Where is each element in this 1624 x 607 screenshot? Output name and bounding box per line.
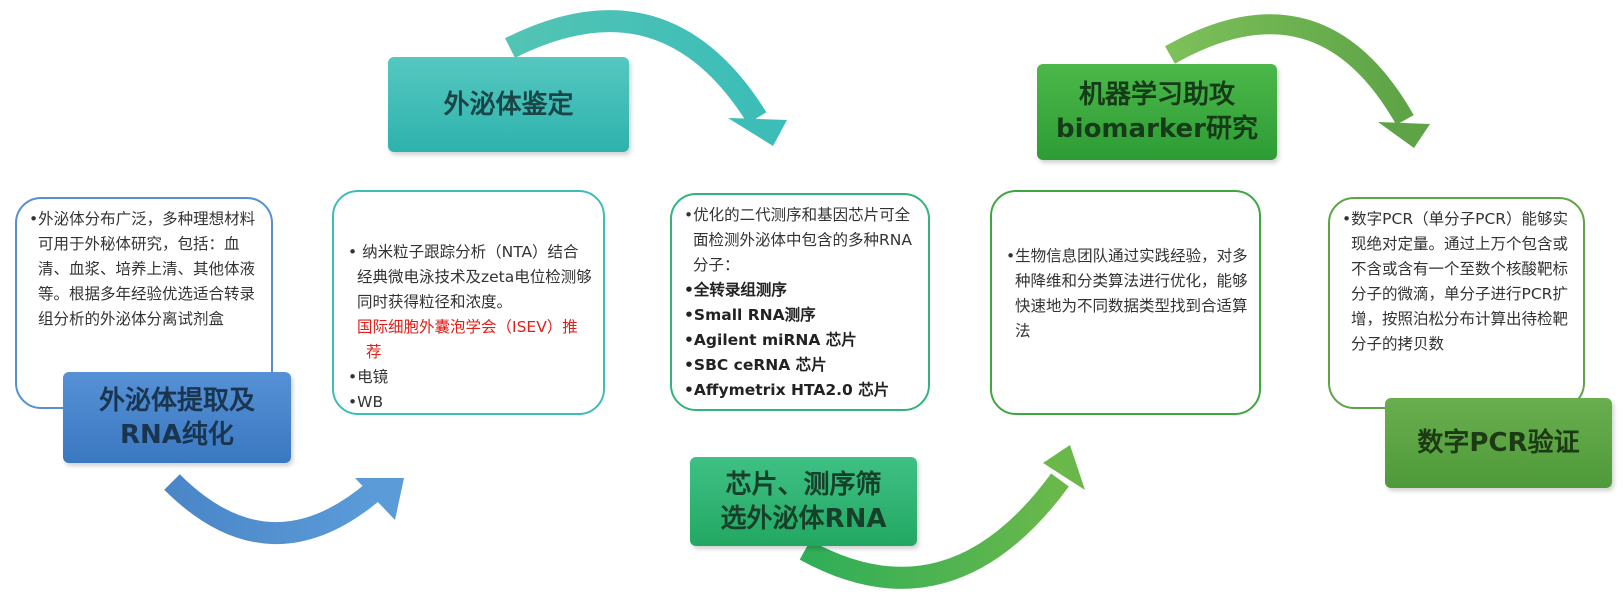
isev-recommendation-note: 国际细胞外囊泡学会（ISEV）推荐 [357,318,578,361]
stage-ml-title-line: biomarker研究 [1056,114,1258,144]
stage-screening-item: SBC ceRNA 芯片 [684,353,918,378]
stage-identification-item-text: 纳米粒子跟踪分析（NTA）结合经典微电泳技术及zeta电位检测够同时获得粒径和浓… [357,243,592,311]
stage-identification-label: 外泌体鉴定 [388,57,629,152]
stage-extraction-item: 外泌体分布广泛，多种理想材料可用于外秘体研究，包括：血清、血浆、培养上清、其他体… [29,207,261,332]
stage-identification-item: 电镜 [348,365,593,390]
stage-screening-box: 优化的二代测序和基因芯片可全面检测外泌体中包含的多种RNA分子： 全转录组测序 … [670,193,930,411]
stage-pcr-item: 数字PCR（单分子PCR）能够实现绝对定量。通过上万个包含或不含或含有一个至数个… [1342,207,1573,357]
stage-pcr-box: 数字PCR（单分子PCR）能够实现绝对定量。通过上万个包含或不含或含有一个至数个… [1328,197,1585,409]
stage-identification-title-line: 外泌体鉴定 [443,89,574,120]
stage-screening-label: 芯片、测序筛 选外泌体RNA [690,457,917,546]
stage-extraction-title-line: RNA纯化 [120,419,234,450]
stage-screening-item: Small RNA测序 [684,303,918,328]
stage-ml-label: 机器学习助攻 biomarker研究 [1037,64,1277,160]
stage-screening-item: 优化的二代测序和基因芯片可全面检测外泌体中包含的多种RNA分子： [684,203,918,278]
arrow-identification-to-screening [505,10,787,146]
stage-extraction-title-line: 外泌体提取及 [98,385,255,416]
stage-ml-item: 生物信息团队通过实践经验，对多种降维和分类算法进行优化，能够快速地为不同数据类型… [1006,244,1249,344]
stage-screening-item: Affymetrix HTA2.0 芯片 [684,378,918,403]
stage-screening-item: Agilent miRNA 芯片 [684,328,918,353]
arrow-extraction-to-identification [164,474,404,544]
stage-identification-item: 纳米粒子跟踪分析（NTA）结合经典微电泳技术及zeta电位检测够同时获得粒径和浓… [348,240,593,365]
stage-screening-title-line: 选外泌体RNA [720,503,887,534]
arrow-ml-to-pcr [1165,14,1430,148]
stage-ml-title-line: 机器学习助攻 [1078,80,1235,110]
stage-pcr-title-line: 数字PCR验证 [1417,428,1580,458]
arrow-screening-to-ml [799,445,1085,589]
stage-extraction-label: 外泌体提取及 RNA纯化 [63,372,291,463]
stage-pcr-label: 数字PCR验证 [1385,398,1612,488]
stage-screening-title-line: 芯片、测序筛 [725,469,882,500]
stage-identification-item: WB [348,390,593,415]
stage-identification-box: 纳米粒子跟踪分析（NTA）结合经典微电泳技术及zeta电位检测够同时获得粒径和浓… [332,190,605,415]
stage-ml-box: 生物信息团队通过实践经验，对多种降维和分类算法进行优化，能够快速地为不同数据类型… [990,190,1261,415]
stage-screening-item: 全转录组测序 [684,278,918,303]
